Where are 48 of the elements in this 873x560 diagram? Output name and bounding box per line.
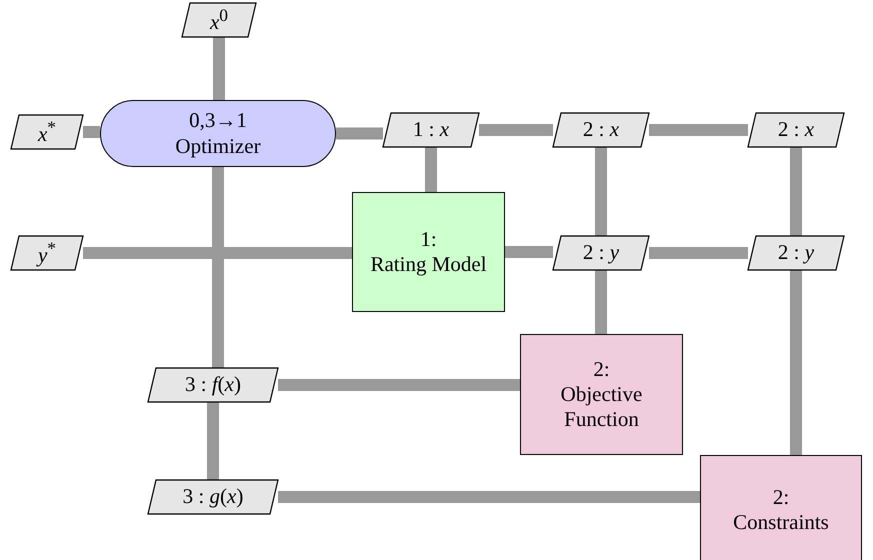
data-line (790, 270, 802, 455)
data-line (213, 37, 225, 100)
step-number: 0,3→1 (189, 108, 247, 134)
variable-label: x$^{*}$ (38, 116, 56, 148)
data-line (83, 126, 100, 138)
data-line (649, 247, 748, 259)
variable-label: 2 : y (582, 240, 620, 266)
data-line (425, 147, 437, 192)
data-line (207, 402, 219, 480)
variable-label: y$^{*}$ (38, 238, 56, 268)
step-number: 1: (420, 226, 437, 252)
variable-parallelogram (11, 236, 83, 270)
function-box (700, 455, 862, 560)
variable-label: 3 : f(x) (184, 372, 241, 398)
data-line (336, 128, 383, 140)
variable-parallelogram (148, 480, 278, 514)
variable-label: x$^{0}$ (210, 4, 228, 36)
data-line (479, 124, 553, 136)
variable-parallelogram (148, 368, 278, 402)
step-number: 2: (593, 356, 610, 382)
data-line (83, 247, 352, 259)
variable-parallelogram (553, 113, 649, 147)
step-number: 2: (772, 484, 790, 510)
step-label: Optimizer (175, 134, 261, 159)
variable-label: 1 : x (412, 117, 450, 143)
variable-label: 2 : x (582, 117, 620, 143)
data-line (505, 246, 553, 258)
data-line (278, 379, 520, 391)
variable-parallelogram (748, 113, 844, 147)
function-box (352, 192, 505, 312)
data-line (212, 167, 224, 368)
variable-label: 2 : y (778, 240, 814, 266)
data-line (278, 491, 700, 503)
step-label: Rating Model (370, 252, 487, 278)
variable-parallelogram (383, 113, 479, 147)
step-label: Constraints (733, 510, 829, 536)
data-line (595, 270, 607, 334)
function-box (520, 334, 683, 455)
variable-label: 3 : g(x) (182, 484, 244, 510)
step-label: Objective Function (560, 382, 644, 432)
data-line (649, 124, 748, 136)
variable-parallelogram (553, 236, 649, 270)
data-line (790, 147, 802, 236)
variable-parallelogram (748, 236, 844, 270)
variable-parallelogram (11, 115, 83, 149)
data-line (595, 147, 607, 236)
variable-label: 2 : x (778, 117, 814, 143)
variable-parallelogram (182, 3, 256, 37)
